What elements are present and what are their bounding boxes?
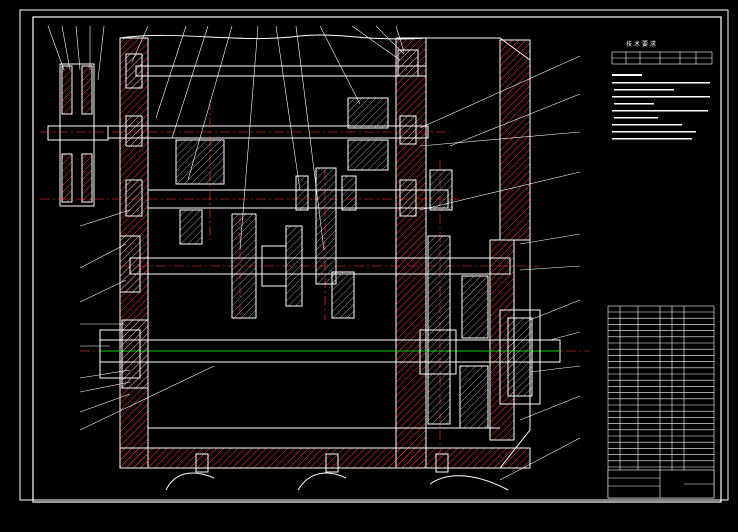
shaft-top bbox=[135, 65, 427, 77]
technical-requirements-title: 技术要求 bbox=[626, 40, 658, 48]
param-table bbox=[611, 51, 713, 65]
leader-lines bbox=[47, 25, 581, 481]
sheet-frame bbox=[19, 9, 729, 503]
gears bbox=[175, 139, 489, 429]
requirements-text bbox=[612, 74, 710, 140]
bearings bbox=[99, 49, 541, 405]
technical-requirements: 技术要求 bbox=[611, 40, 713, 140]
gearbox-housing bbox=[119, 34, 531, 491]
parts-list-title-block bbox=[607, 305, 715, 499]
input-pulley bbox=[47, 63, 109, 207]
